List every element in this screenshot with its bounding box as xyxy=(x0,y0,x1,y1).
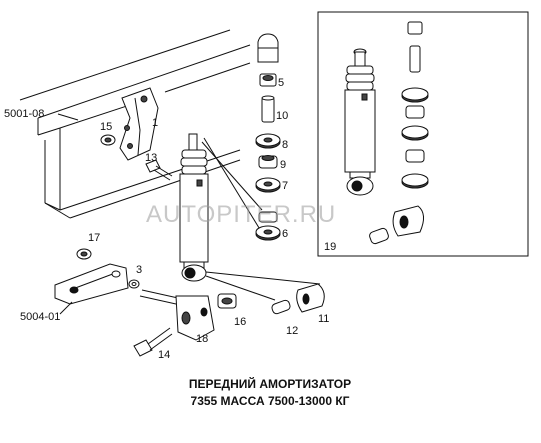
callout-frame-5001-08: 5001-08 xyxy=(4,108,44,120)
callout-10: 10 xyxy=(276,110,288,122)
callout-9: 9 xyxy=(280,159,286,171)
bolt-part-13 xyxy=(145,159,173,181)
nut-part-5 xyxy=(259,73,277,87)
frame-rail xyxy=(19,29,251,219)
shock-absorber xyxy=(179,133,209,282)
callout-1: 1 xyxy=(152,117,158,129)
sleeve-part-12 xyxy=(271,299,291,315)
inset-shock-absorber xyxy=(344,48,376,196)
inset-bushing xyxy=(369,205,424,245)
callout-19: 19 xyxy=(324,241,336,253)
inset-parts-stack xyxy=(401,21,429,189)
caption-line-2: 7355 МАССА 7500-13000 КГ xyxy=(191,394,350,408)
bolt-part-14 xyxy=(133,327,173,357)
callout-12: 12 xyxy=(286,325,298,337)
lower-mount-part-18 xyxy=(139,289,215,341)
lower-bracket-5004-01 xyxy=(54,263,129,305)
upper-bracket-part-1 xyxy=(119,87,159,161)
inset-frame xyxy=(317,11,529,257)
washer-part-7 xyxy=(255,177,281,193)
callout-11: 11 xyxy=(318,313,329,325)
callout-5: 5 xyxy=(278,77,284,89)
callout-17: 17 xyxy=(88,232,100,244)
callout-bracket-5004-01: 5004-01 xyxy=(20,311,60,323)
callout-16: 16 xyxy=(234,316,246,328)
callout-13: 13 xyxy=(145,152,157,164)
callout-15: 15 xyxy=(100,121,112,133)
caption-line-1: ПЕРЕДНИЙ АМОРТИЗАТОР xyxy=(189,376,351,391)
bushing-part-9 xyxy=(258,155,278,169)
nut-part-15 xyxy=(100,134,116,146)
callout-18: 18 xyxy=(196,333,208,345)
callout-14: 14 xyxy=(158,349,170,361)
spacer-tube-part-10 xyxy=(261,95,275,123)
bushing-part-6 xyxy=(255,211,281,241)
watermark-text: AUTOPITER.RU xyxy=(146,201,336,228)
nut-part-17 xyxy=(76,248,92,260)
washer-part-8 xyxy=(255,133,281,149)
callout-8: 8 xyxy=(282,139,288,151)
nut-part-16 xyxy=(217,293,237,309)
callout-3: 3 xyxy=(136,264,142,276)
bushing-part-11 xyxy=(296,283,325,313)
bump-stop xyxy=(257,33,279,63)
callout-7: 7 xyxy=(282,180,288,192)
callout-6: 6 xyxy=(282,228,288,240)
washer-part-3 xyxy=(128,279,140,289)
